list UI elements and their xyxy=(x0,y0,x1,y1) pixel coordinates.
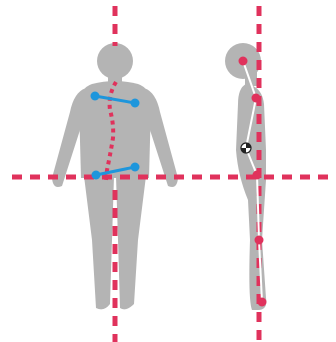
ear-point xyxy=(239,57,248,66)
shoulder-right-dot xyxy=(131,99,140,108)
knee-point xyxy=(255,236,264,245)
hip-point xyxy=(253,171,262,180)
ankle-point xyxy=(258,298,267,307)
front-figure-left-leg xyxy=(84,176,114,309)
front-figure-right-leg xyxy=(116,176,146,309)
hip-right-dot xyxy=(131,163,140,172)
center-of-gravity-icon xyxy=(241,143,251,153)
shoulder-point xyxy=(252,94,261,103)
hip-left-dot xyxy=(92,171,101,180)
front-figure-head xyxy=(97,43,133,79)
shoulder-left-dot xyxy=(91,92,100,101)
